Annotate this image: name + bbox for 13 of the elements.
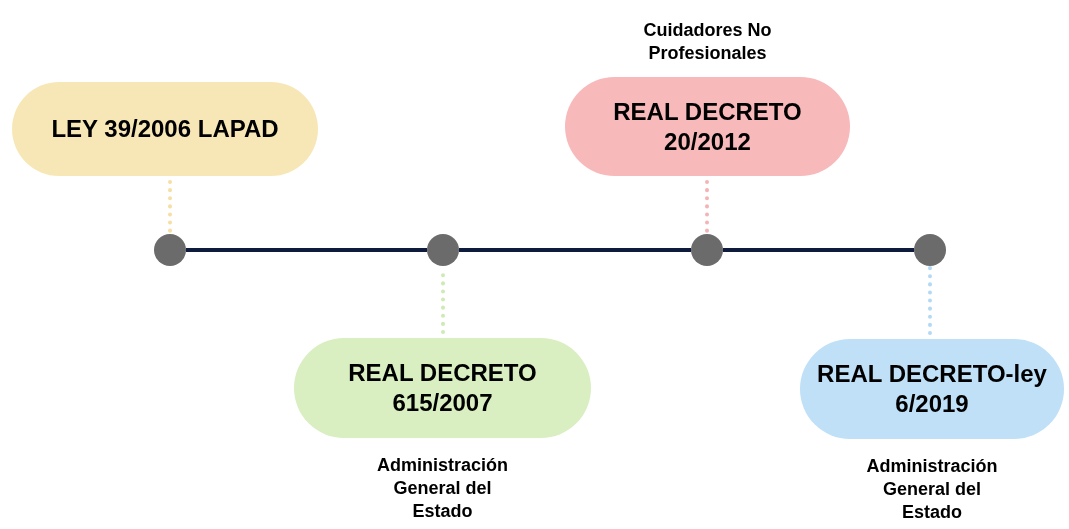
- authority-note: Cuidadores No Profesionales: [642, 19, 773, 65]
- timeline-line: [459, 248, 691, 252]
- timeline-line: [723, 248, 914, 252]
- law-title: REAL DECRETO 615/2007: [347, 358, 538, 418]
- law-title: REAL DECRETO-ley 6/2019: [816, 359, 1048, 419]
- law-title: LEY 39/2006 LAPAD: [51, 114, 279, 144]
- dotted-leader-line: [168, 180, 172, 234]
- authority-note: Administración General del Estado: [865, 455, 999, 524]
- law-title: REAL DECRETO 20/2012: [612, 96, 803, 157]
- dotted-leader-line: [928, 266, 932, 335]
- dotted-leader-line: [705, 180, 709, 234]
- timeline-line: [186, 248, 427, 252]
- authority-note: Administración General del Estado: [376, 454, 509, 523]
